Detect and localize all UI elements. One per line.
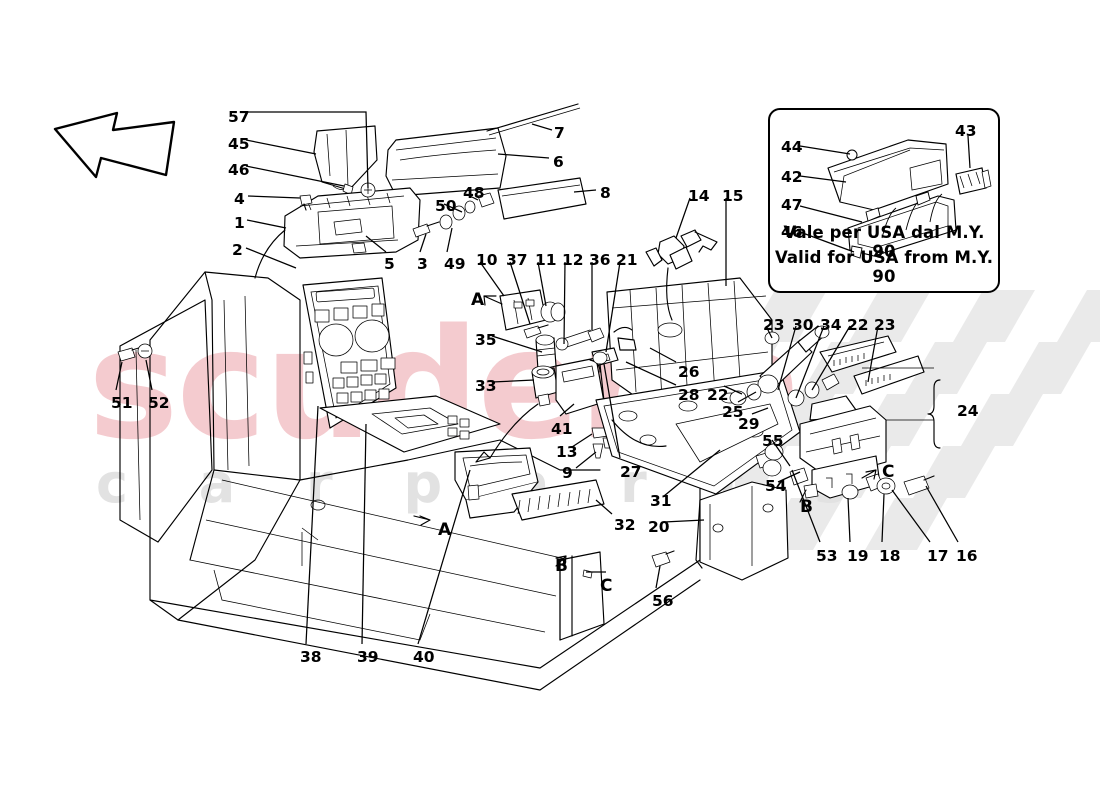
- callout-number-27: 27: [620, 463, 642, 481]
- part-side-panel: [119, 299, 213, 543]
- callout-number-7: 7: [554, 124, 565, 142]
- reference-letter-a: A: [471, 290, 485, 310]
- callout-number-42: 42: [781, 168, 803, 186]
- callout-number-22: 22: [707, 386, 729, 404]
- callout-number-18: 18: [879, 547, 901, 565]
- part-baseplate-31: [595, 369, 801, 495]
- callout-number-13: 13: [556, 443, 578, 461]
- callout-number-28: 28: [678, 386, 700, 404]
- callout-number-23: 23: [763, 316, 785, 334]
- part-lid-6: [385, 127, 507, 197]
- callout-number-38: 38: [300, 648, 322, 666]
- callout-number-53: 53: [816, 547, 838, 565]
- callout-number-16: 16: [956, 547, 978, 565]
- callout-number-48: 48: [463, 184, 485, 202]
- callout-number-25: 25: [722, 403, 744, 421]
- callout-number-50: 50: [435, 197, 457, 215]
- callout-number-30: 30: [792, 316, 814, 334]
- inset-caption-english: Valid for USA from M.Y. 90: [774, 248, 994, 286]
- callout-number-52: 52: [148, 394, 170, 412]
- callout-number-22: 22: [847, 316, 869, 334]
- callout-number-35: 35: [475, 331, 497, 349]
- callout-number-47: 47: [781, 196, 803, 214]
- part-box-41: [555, 357, 605, 415]
- callout-number-2: 2: [232, 241, 243, 259]
- part-console-tray-39-40: [319, 395, 539, 519]
- part-screw-56: [651, 550, 675, 568]
- reference-arrows: [413, 295, 877, 567]
- callout-number-43: 43: [955, 122, 977, 140]
- callout-number-12: 12: [562, 251, 584, 269]
- part-strut-30-34: [729, 325, 840, 407]
- part-bracket-45-46: [313, 125, 378, 196]
- callout-number-51: 51: [111, 394, 133, 412]
- callout-number-41: 41: [551, 420, 573, 438]
- callout-number-26: 26: [678, 363, 700, 381]
- callout-number-34: 34: [820, 316, 842, 334]
- callout-number-49: 49: [444, 255, 466, 273]
- callout-number-55: 55: [762, 432, 784, 450]
- fasteners-upper: [299, 182, 495, 238]
- callout-number-39: 39: [357, 648, 379, 666]
- reference-letter-b: B: [800, 497, 813, 517]
- part-console-assembly: [149, 271, 701, 691]
- parts-cylinder-35-33: [475, 334, 559, 463]
- callout-number-3: 3: [417, 255, 428, 273]
- callout-number-57: 57: [228, 108, 250, 126]
- callout-number-15: 15: [722, 187, 744, 205]
- callout-number-32: 32: [614, 516, 636, 534]
- callout-number-44: 44: [781, 138, 803, 156]
- part-lock-14: [645, 229, 718, 338]
- usa-variant-inset: Vale per USA dal M.Y. 90 Valid for USA f…: [768, 108, 1000, 293]
- callout-number-45: 45: [228, 135, 250, 153]
- callout-number-36: 36: [589, 251, 611, 269]
- reference-letter-a: A: [438, 520, 452, 540]
- callout-number-37: 37: [506, 251, 528, 269]
- part-panel-8: [497, 177, 587, 220]
- callout-number-11: 11: [535, 251, 557, 269]
- callout-number-9: 9: [562, 464, 573, 482]
- part-housing-1: [254, 187, 421, 279]
- callout-number-19: 19: [847, 547, 869, 565]
- callout-number-23: 23: [874, 316, 896, 334]
- callout-number-33: 33: [475, 377, 497, 395]
- part-bracket-20: [695, 481, 789, 581]
- callout-number-29: 29: [738, 415, 760, 433]
- callout-number-4: 4: [234, 190, 245, 208]
- callout-number-20: 20: [648, 518, 670, 536]
- part-rear-trim: [559, 551, 605, 641]
- callout-number-17: 17: [927, 547, 949, 565]
- callout-number-6: 6: [553, 153, 564, 171]
- part-faceplate-38: [302, 277, 397, 429]
- callout-number-10: 10: [476, 251, 498, 269]
- callout-number-1: 1: [234, 214, 245, 232]
- leader-lines: [115, 111, 959, 645]
- callout-number-54: 54: [765, 477, 787, 495]
- parts-bars-24: [819, 335, 925, 395]
- reference-letter-b: B: [555, 556, 568, 576]
- callout-number-5: 5: [384, 255, 395, 273]
- reference-letter-c: C: [600, 576, 613, 596]
- callout-number-56: 56: [652, 592, 674, 610]
- part-rod-7: [486, 103, 581, 136]
- orientation-arrow-icon: [53, 111, 176, 179]
- callout-number-24: 24: [957, 402, 979, 420]
- inset-line-art: [799, 135, 992, 259]
- inset-caption-italian: Vale per USA dal M.Y. 90: [783, 223, 985, 261]
- fasteners-51-52: [117, 343, 153, 362]
- callout-number-46: 46: [781, 223, 803, 241]
- callout-number-46: 46: [228, 161, 250, 179]
- part-latch-mechanism: [762, 395, 935, 500]
- callout-number-8: 8: [600, 184, 611, 202]
- reference-letter-c: C: [882, 462, 895, 482]
- callout-number-40: 40: [413, 648, 435, 666]
- callout-number-14: 14: [688, 187, 710, 205]
- callout-number-31: 31: [650, 492, 672, 510]
- part-grille-32: [511, 479, 605, 521]
- callout-number-21: 21: [616, 251, 638, 269]
